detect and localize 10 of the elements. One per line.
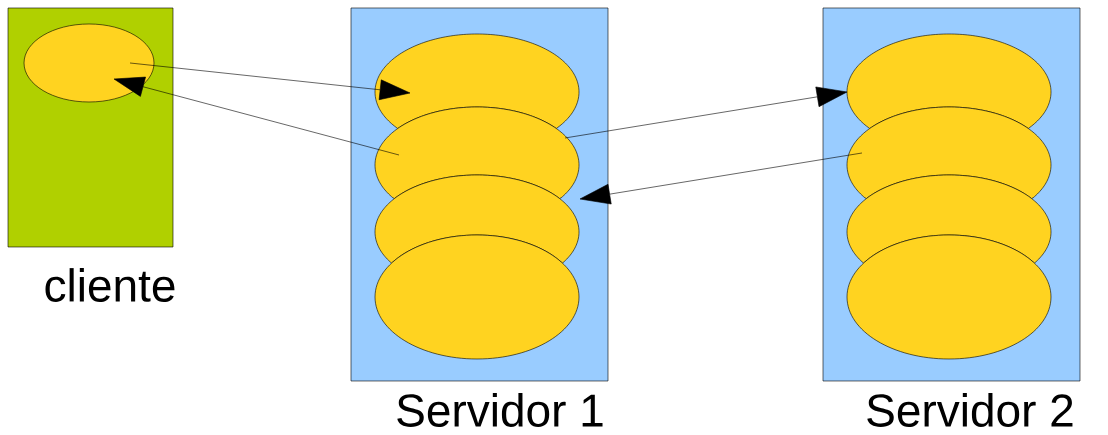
arrow	[564, 86, 848, 139]
arrow	[113, 76, 400, 156]
process-ellipse	[846, 234, 1052, 360]
node-label: cliente	[45, 268, 175, 302]
process-ellipse	[374, 234, 580, 360]
process-ellipse	[23, 23, 155, 103]
arrow	[129, 62, 411, 101]
node-label: Servidor 2	[867, 393, 1073, 427]
node-label: Servidor 1	[397, 393, 603, 427]
arrow	[579, 152, 863, 205]
